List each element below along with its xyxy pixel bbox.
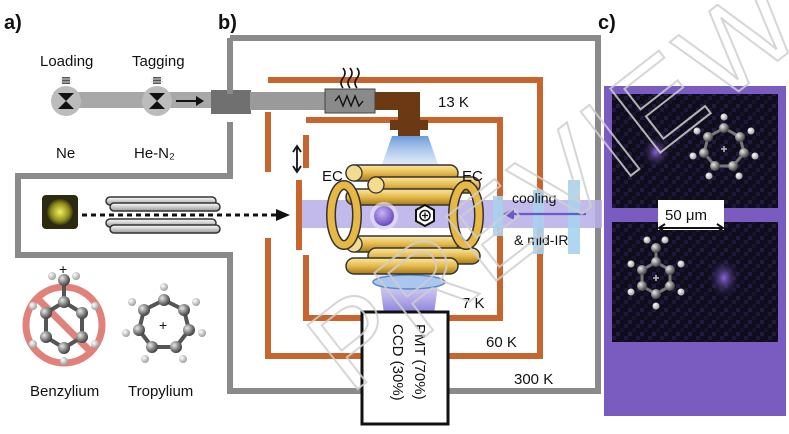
shutter-arrow-icon — [292, 144, 302, 174]
he-n2-label: He-N₂ — [134, 145, 175, 162]
fluorescence-spot-top — [642, 136, 670, 168]
fluorescence-spot-bottom — [708, 258, 740, 298]
trapped-molecule-icon — [415, 203, 435, 228]
temp-13k: 13 K — [438, 94, 469, 111]
window-300k — [568, 180, 580, 254]
panel-c-label: c) — [598, 12, 616, 34]
camera-image-top — [612, 94, 778, 208]
temp-60k: 60 K — [486, 334, 517, 351]
tropylium-label: Tropylium — [128, 383, 193, 400]
detector-box — [360, 310, 450, 426]
window-60k — [533, 190, 544, 254]
scale-bar-bg — [658, 200, 724, 230]
heat-icon — [340, 67, 360, 89]
loading-valve-icon — [51, 77, 81, 116]
panel-a-label: a) — [4, 12, 22, 34]
laser-label-midir: & mid-IR — [514, 232, 568, 248]
cryo-gas-line — [250, 67, 428, 136]
camera-image-bottom — [612, 222, 778, 342]
tagging-label: Tagging — [132, 53, 185, 70]
ion-path-arrow-icon — [276, 209, 290, 221]
benzylium-charge: + — [59, 261, 67, 277]
gas-jet — [380, 136, 440, 170]
panel-b-label: b) — [218, 12, 237, 34]
endcap-right — [449, 181, 483, 249]
ec-left-label: EC — [322, 168, 343, 185]
camera-benzylium-icon — [627, 236, 685, 310]
ne-label: Ne — [56, 145, 75, 162]
benzylium-label: Benzylium — [30, 383, 99, 400]
temp-7k: 7 K — [462, 295, 485, 312]
endcap-left — [327, 181, 361, 249]
loading-label: Loading — [40, 53, 93, 70]
pmt-label: PMT (70%) — [411, 324, 428, 400]
tropylium-charge: + — [159, 317, 167, 333]
benzylium-molecule-icon — [22, 272, 106, 367]
window-7k — [493, 196, 503, 236]
scale-bar-label: 50 μm — [665, 207, 707, 224]
collection-lens — [372, 274, 446, 290]
tropylium-molecule-icon — [122, 283, 206, 363]
ion-source-glow-icon — [47, 199, 73, 225]
gas-inlet — [51, 77, 251, 116]
trap-rods-top — [345, 164, 481, 206]
temp-300k: 300 K — [514, 371, 553, 388]
heater-block — [324, 88, 376, 114]
tagging-valve-icon — [142, 77, 172, 116]
camera-tropylium-icon — [689, 113, 759, 180]
resistor-icon — [334, 94, 364, 108]
ec-right-label: EC — [462, 168, 483, 185]
movable-shutter — [296, 180, 302, 250]
trap-rods-bottom — [345, 235, 481, 275]
quadrupole-guide — [105, 196, 221, 234]
laser-label-cooling: cooling — [512, 190, 556, 206]
ccd-label: CCD (30%) — [389, 324, 406, 401]
trapped-ion-sphere — [374, 206, 394, 226]
